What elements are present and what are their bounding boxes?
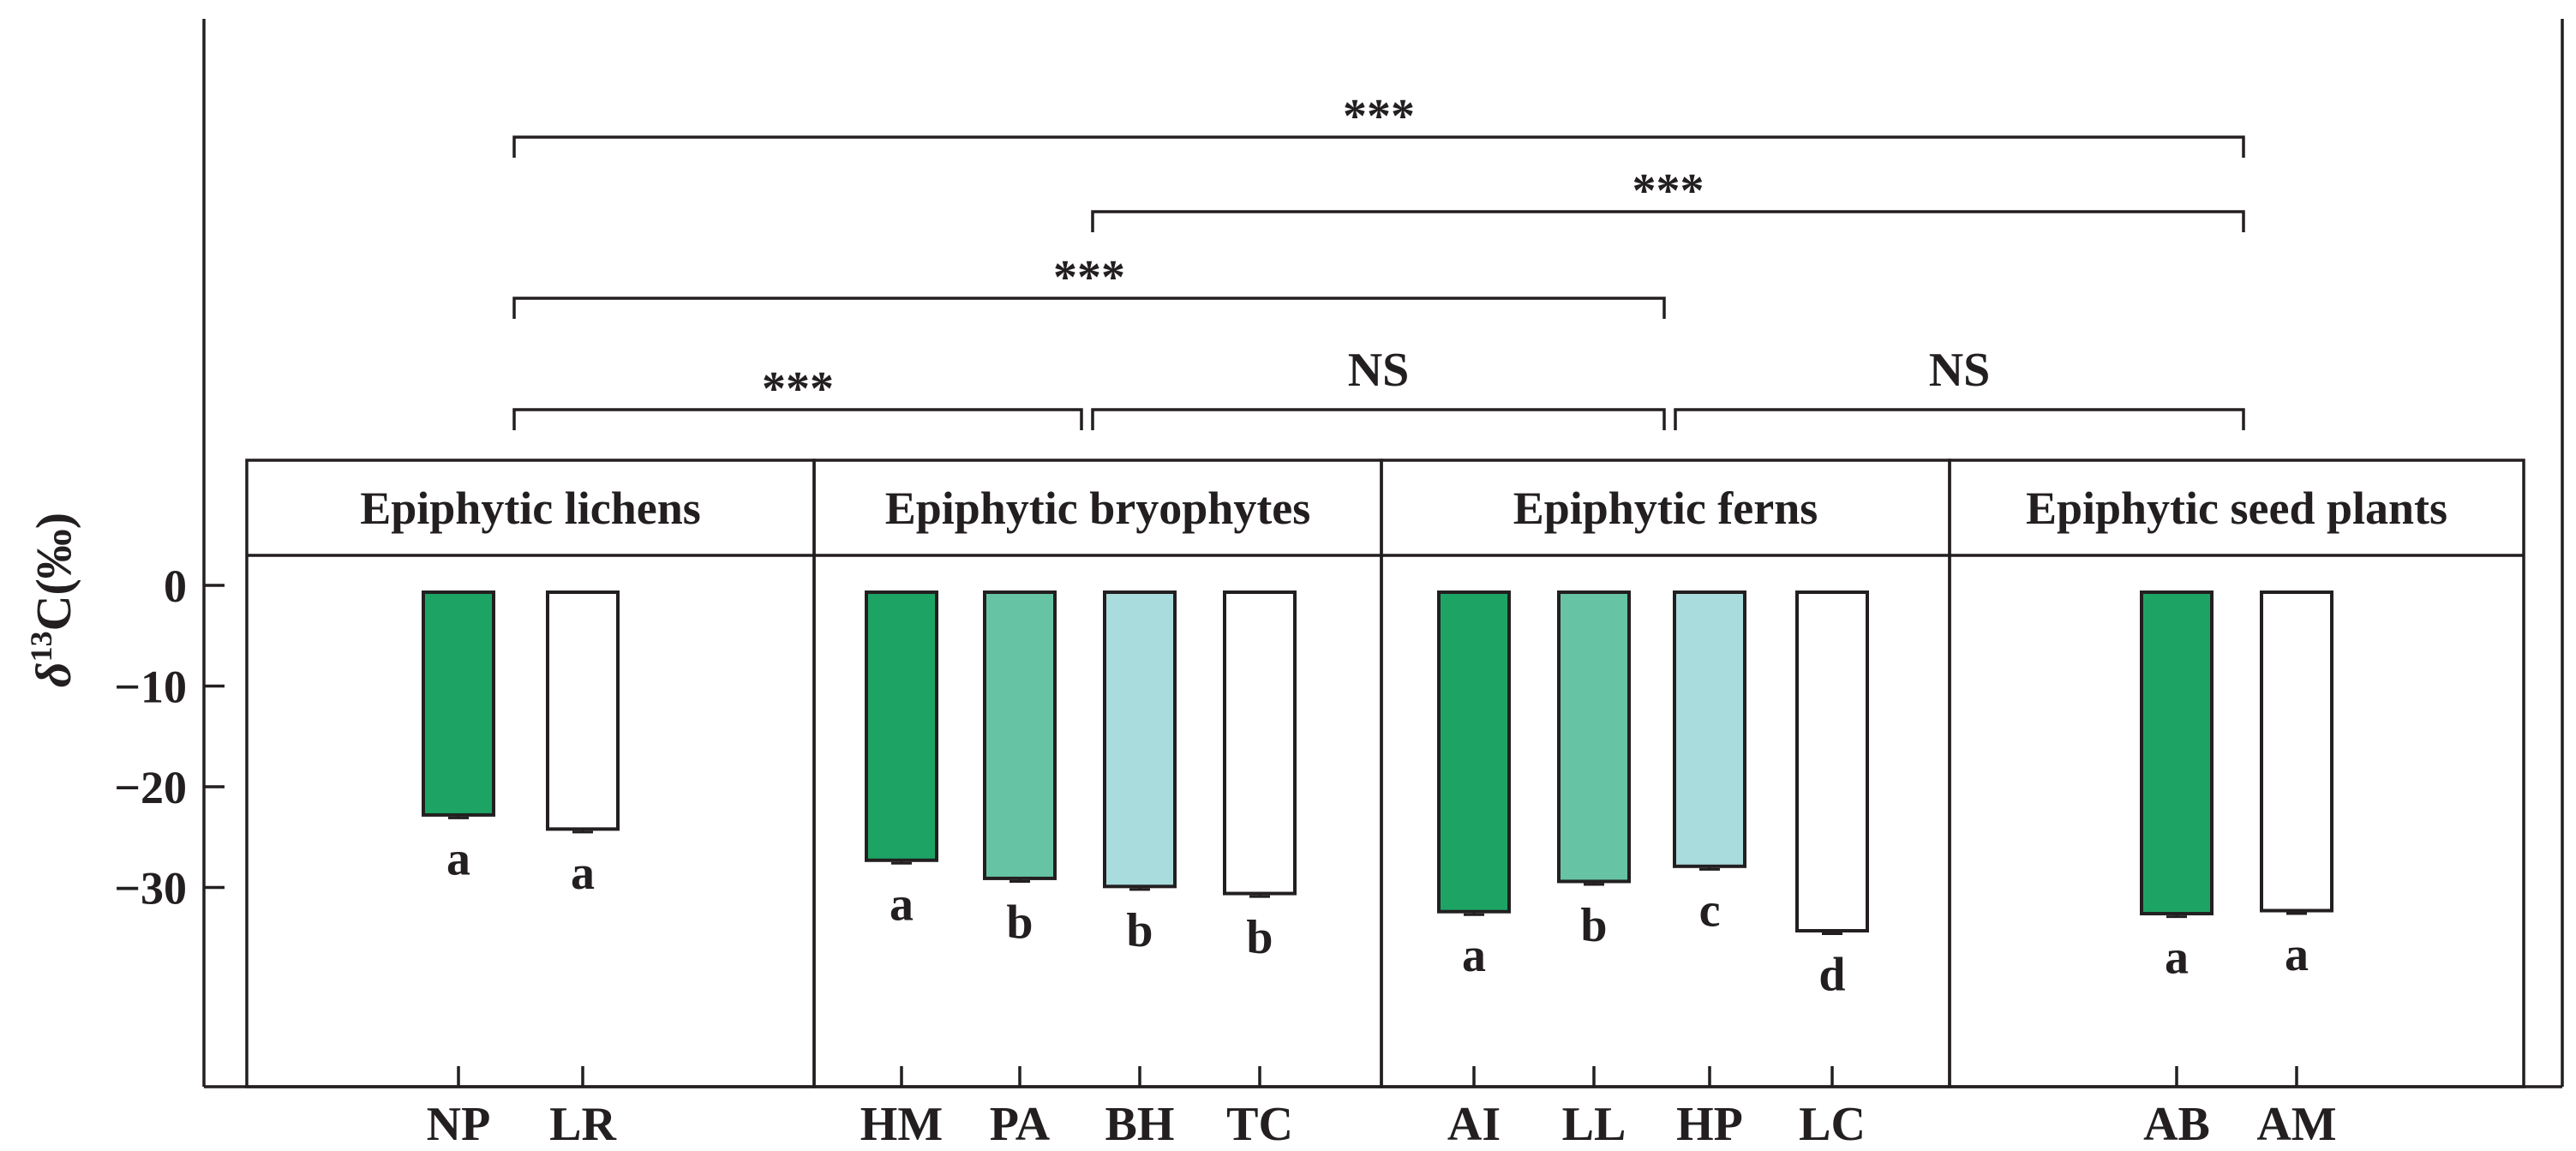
y-label-superscript: 13 — [24, 631, 58, 662]
significance-bracket — [1674, 408, 2245, 430]
significance-bracket — [1091, 408, 1666, 430]
x-tick-label: PA — [990, 1098, 1051, 1147]
bar — [1673, 590, 1746, 868]
bar — [422, 590, 495, 817]
significance-letter: d — [1818, 949, 1845, 1002]
significance-bracket — [512, 135, 2245, 158]
bar — [1795, 590, 1869, 933]
x-tick-label: LR — [549, 1098, 616, 1147]
bar — [1437, 590, 1511, 914]
x-tick-label: NP — [427, 1098, 491, 1147]
x-tick-label: LC — [1799, 1098, 1866, 1147]
y-tick-label: −20 — [114, 762, 187, 813]
x-tick-label: AB — [2143, 1098, 2210, 1147]
bar — [1223, 590, 1297, 896]
x-tick-label: HM — [860, 1098, 943, 1147]
group-panel — [1948, 459, 2525, 1088]
group-title: Epiphytic lichens — [360, 483, 701, 534]
x-tick-label: AM — [2256, 1098, 2336, 1147]
group-title: Epiphytic ferns — [1513, 483, 1818, 534]
significance-letter: a — [890, 878, 914, 931]
significance-bracket — [512, 297, 1666, 319]
group-panels: Epiphytic lichens Epiphytic bryophytes Epi… — [245, 459, 2525, 1088]
significance-layer: *** *** *** *** NS NS — [512, 90, 2245, 430]
y-label-unit: C(‰) — [26, 513, 81, 632]
significance-label: NS — [1348, 344, 1410, 397]
bar — [865, 590, 938, 862]
x-tick-label: BH — [1105, 1098, 1175, 1147]
significance-letter: b — [1006, 896, 1033, 949]
labels: aNP aLR aHM bPA bBH bTC aAI bLL cHP dLC aAB aAM — [427, 832, 2337, 1151]
significance-letter: a — [2165, 932, 2189, 985]
y-tick-label: 0 — [164, 561, 187, 612]
group-title: Epiphytic bryophytes — [885, 483, 1311, 534]
x-tick-label: AI — [1447, 1098, 1501, 1147]
bar — [1557, 590, 1631, 884]
significance-label: NS — [1929, 344, 1991, 397]
x-tick-label: LL — [1562, 1098, 1626, 1147]
significance-letter: a — [571, 847, 595, 900]
significance-bracket — [512, 408, 1083, 430]
significance-letter: b — [1126, 904, 1153, 957]
significance-letter: b — [1246, 911, 1273, 964]
x-tick-label: HP — [1676, 1098, 1743, 1147]
y-tick-label: −10 — [114, 662, 187, 713]
y-axis: 0 −10 −20 −30 δ13C(‰) — [24, 513, 225, 914]
bar — [1103, 590, 1177, 889]
significance-bracket — [1091, 210, 2245, 232]
significance-letter: a — [1462, 929, 1486, 982]
bar — [983, 590, 1057, 880]
significance-letter: a — [446, 832, 470, 885]
significance-label: *** — [1343, 90, 1415, 143]
significance-letter: c — [1699, 884, 1721, 937]
significance-label: *** — [1053, 251, 1125, 304]
significance-label: *** — [762, 363, 834, 416]
significance-letter: a — [2285, 928, 2309, 981]
frame-layer — [202, 19, 2564, 1088]
y-axis-label: δ13C(‰) — [24, 513, 81, 687]
x-tick-label: TC — [1226, 1098, 1293, 1147]
bars — [422, 590, 2333, 936]
bar — [546, 590, 620, 831]
significance-label: *** — [1632, 165, 1704, 218]
bar — [2260, 590, 2333, 913]
group-title: Epiphytic seed plants — [2026, 483, 2447, 534]
y-tick-label: −30 — [114, 863, 187, 914]
bar — [2140, 590, 2214, 916]
y-label-delta: δ — [26, 662, 81, 687]
significance-letter: b — [1580, 899, 1607, 952]
